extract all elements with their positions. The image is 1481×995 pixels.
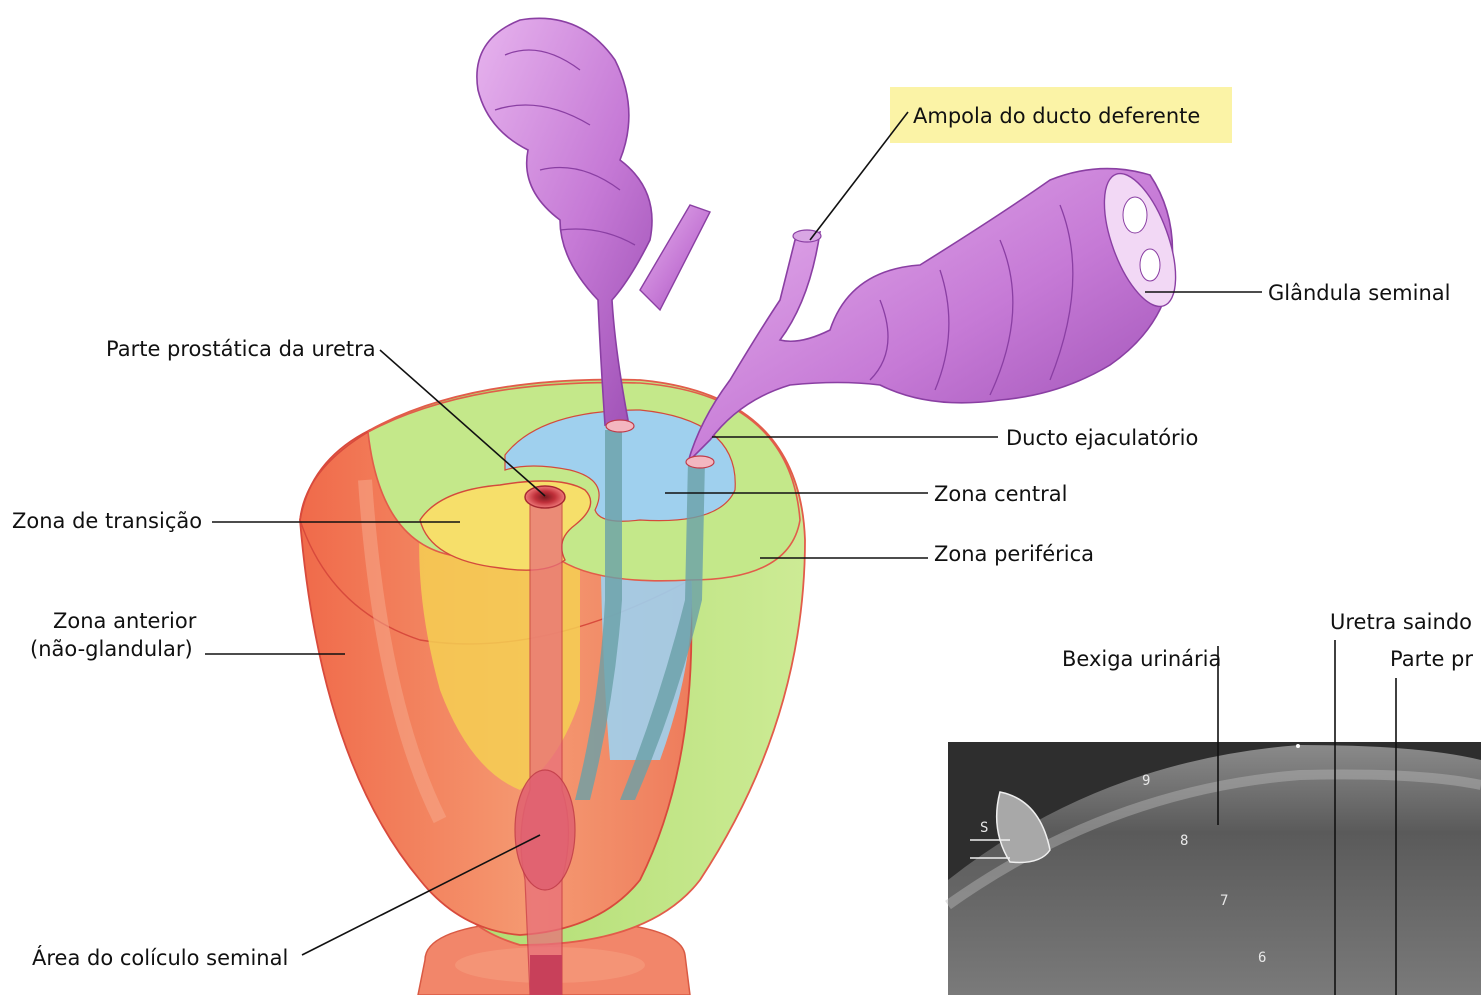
label-zona-transicao: Zona de transição	[12, 509, 202, 533]
label-area-coliculo: Área do colículo seminal	[32, 945, 288, 970]
label-zona-periferica: Zona periférica	[934, 542, 1094, 566]
label-ampola: Ampola do ducto deferente	[913, 104, 1200, 128]
label-parte-prostatica: Parte prostática da uretra	[106, 337, 376, 361]
label-zona-central: Zona central	[934, 482, 1067, 506]
ultrasound-inset: S 9 8 7 6	[945, 742, 1481, 995]
depth-mark-8: 8	[1180, 833, 1188, 849]
label-zona-anterior: Zona anterior	[53, 609, 197, 633]
depth-mark-9: 9	[1142, 773, 1150, 789]
depth-mark-7: 7	[1220, 893, 1228, 909]
colliculus-bulge	[514, 769, 576, 891]
label-parte-pr: Parte pr	[1390, 647, 1473, 671]
label-glandula-seminal: Glândula seminal	[1268, 281, 1450, 305]
left-seminal-vesicle	[476, 17, 711, 433]
label-ducto-ejaculatorio: Ducto ejaculatório	[1006, 426, 1198, 450]
label-zona-anterior-nao-glandular: (não-glandular)	[30, 637, 193, 661]
ampola-highlight	[890, 87, 1232, 143]
label-uretra-saindo: Uretra saindo	[1330, 610, 1472, 634]
label-bexiga-urinaria: Bexiga urinária	[1062, 647, 1221, 671]
urethra-opening	[524, 485, 566, 509]
us-marker-label: S	[980, 820, 988, 836]
depth-mark-6: 6	[1258, 950, 1266, 966]
probe-marker-shape	[995, 791, 1051, 864]
right-seminal-vesicle	[685, 167, 1177, 469]
ejaculatory-duct-left	[575, 430, 622, 800]
ejaculatory-duct-right	[620, 460, 705, 800]
